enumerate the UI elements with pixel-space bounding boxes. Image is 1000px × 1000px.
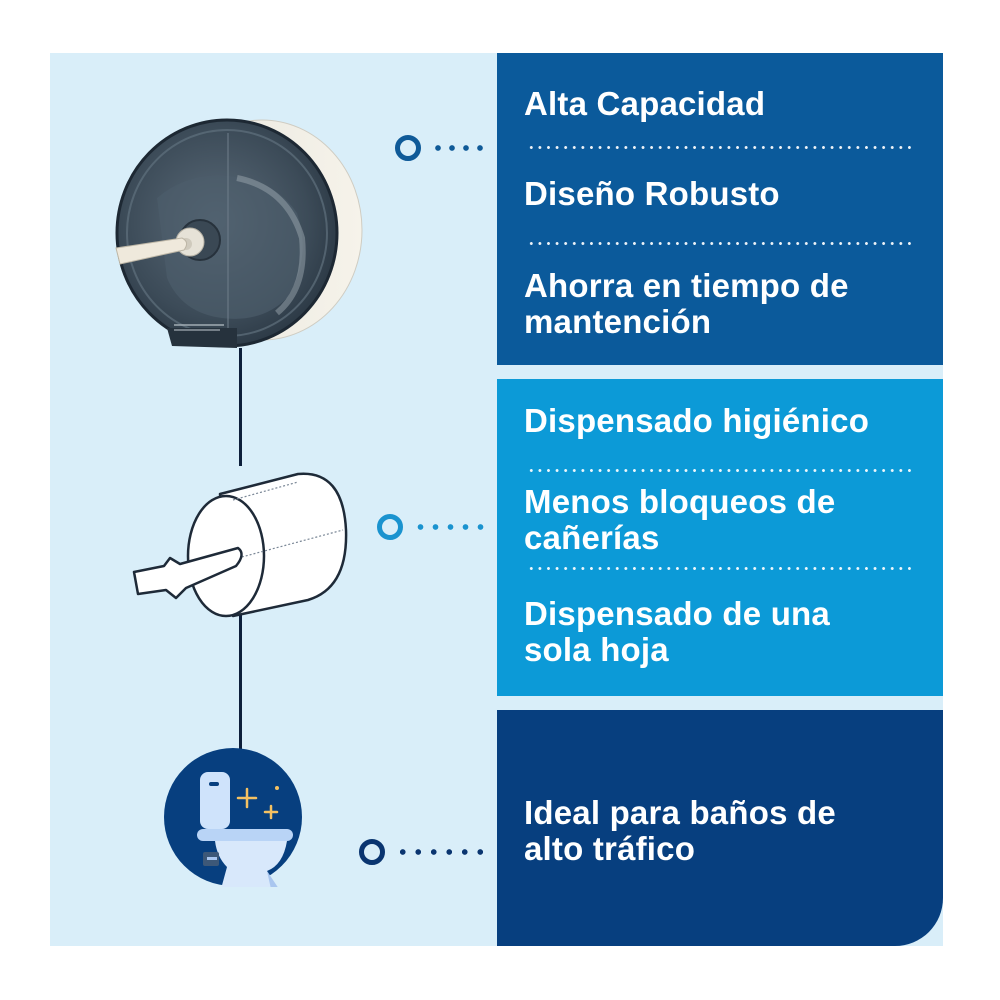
connector-2 (375, 512, 497, 542)
connector-ring-icon (359, 839, 385, 865)
connector-dots (395, 849, 491, 855)
dotted-separator (527, 469, 913, 472)
connector-line-top (239, 348, 242, 466)
feature-robust-design: Diseño Robusto (524, 175, 780, 212)
feature-hygienic-dispensing: Dispensado higiénico (524, 402, 870, 439)
feature-high-traffic-restrooms: Ideal para baños de alto tráfico (524, 794, 836, 867)
connector-line-bottom (239, 612, 242, 750)
toilet-paper-roll-icon (132, 472, 348, 618)
feature-panel-1: Alta Capacidad Diseño Robusto Ahorra en … (497, 53, 943, 365)
dotted-separator (527, 567, 913, 570)
dotted-separator (527, 242, 913, 245)
dispenser-illustration (112, 118, 370, 354)
connector-3 (357, 837, 497, 867)
feature-fewer-pipe-blockages: Menos bloqueos de cañerías (524, 483, 836, 556)
feature-panel-3: Ideal para baños de alto tráfico (497, 710, 943, 946)
connector-dots (413, 524, 491, 530)
clean-toilet-icon (164, 748, 302, 889)
paper-roll-illustration (128, 470, 350, 620)
toilet-paper-dispenser-icon (115, 118, 363, 348)
feature-panel-2: Dispensado higiénico Menos bloqueos de c… (497, 379, 943, 696)
connector-1 (393, 133, 497, 163)
feature-high-capacity: Alta Capacidad (524, 85, 766, 122)
feature-single-sheet-dispensing: Dispensado de una sola hoja (524, 595, 830, 668)
connector-ring-icon (377, 514, 403, 540)
toilet-illustration (163, 747, 303, 889)
connector-dots (431, 145, 491, 151)
feature-saves-maintenance-time: Ahorra en tiempo de mantención (524, 267, 849, 340)
connector-ring-icon (395, 135, 421, 161)
dotted-separator (527, 146, 913, 149)
